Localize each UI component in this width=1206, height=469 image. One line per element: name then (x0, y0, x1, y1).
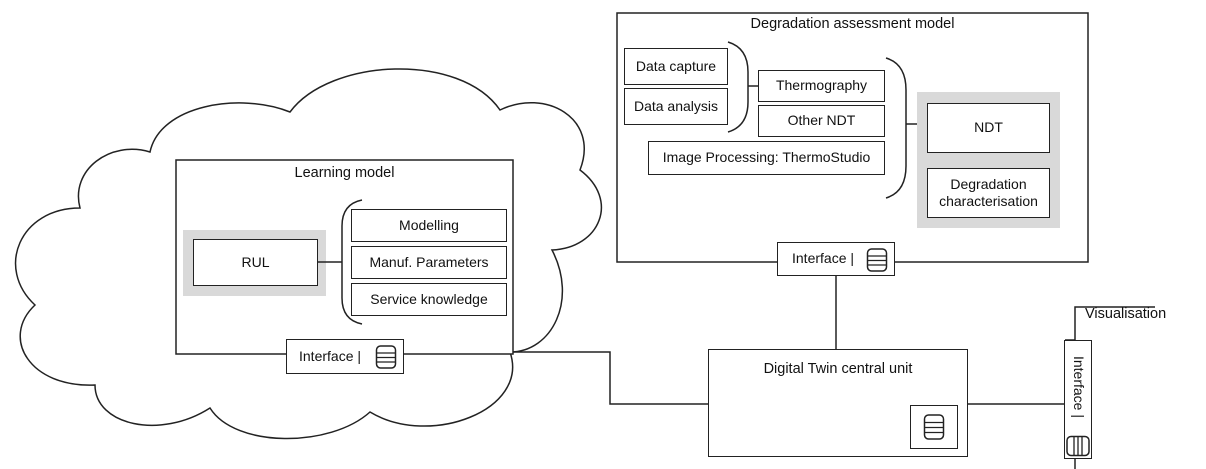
methods-brace (885, 57, 907, 199)
ndt-box: NDT (927, 103, 1050, 153)
service-knowledge-box: Service knowledge (351, 283, 507, 316)
learning-interface-label: Interface | (299, 347, 362, 364)
modelling-box: Modelling (351, 209, 507, 242)
manuf-parameters-box: Manuf. Parameters (351, 246, 507, 279)
thermography-box: Thermography (758, 70, 885, 102)
central-unit-title: Digital Twin central unit (763, 361, 913, 377)
degradation-model-title: Degradation assessment model (750, 16, 955, 32)
degradation-interface-label: Interface | (792, 250, 855, 267)
database-icon (923, 414, 945, 440)
other-ndt-box: Other NDT (758, 105, 885, 137)
degradation-characterisation-box: Degradation characterisation (927, 168, 1050, 218)
database-icon (866, 248, 888, 272)
learning-brace (341, 199, 363, 325)
database-icon (1066, 435, 1090, 457)
visualisation-label: Visualisation (1085, 306, 1167, 322)
visualisation-interface-label: Interface | (1071, 355, 1087, 418)
learning-model-title: Learning model (294, 165, 395, 181)
image-processing-box: Image Processing: ThermoStudio (648, 141, 885, 175)
data-analysis-box: Data analysis (624, 88, 728, 125)
database-icon (375, 345, 397, 369)
capture-brace (727, 41, 749, 133)
data-capture-box: Data capture (624, 48, 728, 85)
rul-box: RUL (193, 239, 318, 286)
